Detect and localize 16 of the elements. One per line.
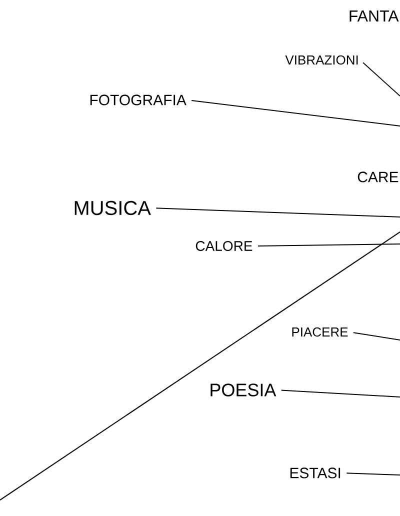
leader-line xyxy=(280,390,400,398)
word-label: FANTA xyxy=(350,10,399,22)
word-label: ESTASI xyxy=(290,468,340,478)
leader-line xyxy=(352,332,400,340)
word-label: CALORE xyxy=(196,241,252,251)
word-label: POESIA xyxy=(210,384,276,396)
leader-line xyxy=(257,244,400,246)
leader-line xyxy=(191,100,400,126)
word-label: FOTOGRAFIA xyxy=(90,94,186,106)
leader-line xyxy=(362,62,400,96)
word-label: MUSICA xyxy=(74,200,151,216)
leader-line xyxy=(156,208,400,218)
leader-line xyxy=(346,472,400,476)
word-label: CARE xyxy=(358,172,398,182)
word-label: VIBRAZIONI xyxy=(285,55,358,65)
word-label: PIACERE xyxy=(292,327,348,337)
